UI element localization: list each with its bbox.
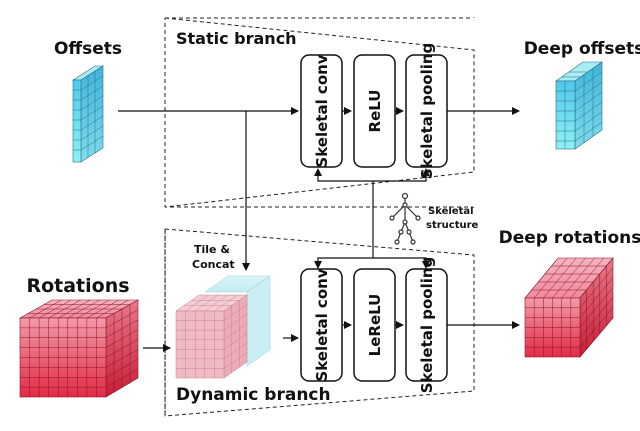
skeletal-structure-label-2: structure: [426, 220, 479, 231]
offsets-label: Offsets: [54, 39, 122, 59]
dynamic-op-2-label: LeReLU: [366, 294, 384, 357]
deep-rotations-label: Deep rotations: [499, 228, 640, 248]
static-op-boxes: [300, 54, 448, 168]
static-op-2-label: ReLU: [366, 90, 384, 133]
offsets-tensor: [71, 65, 105, 163]
tile-concat-label-2: Concat: [192, 258, 235, 271]
rotations-label: Rotations: [26, 275, 129, 297]
static-op-1-label: Skeletal conv: [313, 54, 331, 167]
skeleton-icon: [389, 192, 421, 245]
skeletal-structure-label-1: Skeletal: [428, 206, 474, 217]
static-op-3-label: Skeletal pooling: [418, 43, 436, 180]
tile-concat-label-1: Tile &: [194, 243, 230, 256]
tile-concat-tensor: [175, 275, 271, 379]
feed-arrowheads: [314, 168, 430, 269]
deep-offsets-tensor: [555, 61, 603, 150]
deep-rotations-tensor: [524, 257, 614, 358]
dynamic-branch-outline: [164, 228, 475, 417]
dynamic-branch-label: Dynamic branch: [176, 385, 331, 405]
dynamic-op-3-label: Skeletal pooling: [418, 257, 436, 394]
dynamic-op-1-label: Skeletal conv: [313, 268, 331, 381]
deep-offsets-label: Deep offsets: [524, 39, 640, 59]
static-branch-label: Static branch: [176, 29, 297, 48]
rotations-tensor: [18, 299, 140, 398]
